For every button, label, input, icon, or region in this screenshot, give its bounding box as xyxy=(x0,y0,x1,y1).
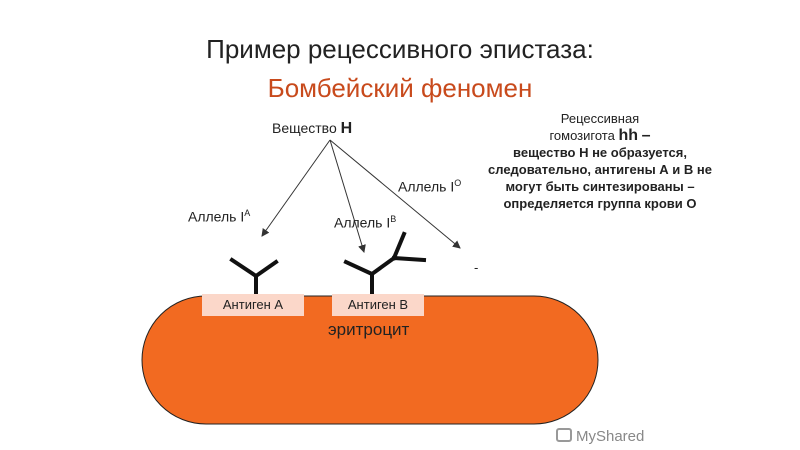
dash-mark: - xyxy=(474,260,479,275)
substance-letter: H xyxy=(340,120,353,137)
arrow-to-allele-b xyxy=(329,139,366,253)
allele-b-sup: B xyxy=(390,214,397,224)
watermark: MyShared xyxy=(576,428,645,445)
explanation-dash: – xyxy=(641,127,651,144)
myshared-logo-icon xyxy=(556,428,572,442)
explanation-line2: гомозигота hh – xyxy=(484,127,716,144)
antigen-b-receptor-icon xyxy=(343,231,427,296)
explanation-line1: Рецессивная xyxy=(560,111,640,126)
allele-o-label: Аллель IO xyxy=(398,178,461,195)
allele-b-prefix: Аллель I xyxy=(334,214,391,231)
arrow-to-allele-o xyxy=(329,139,461,249)
explanation-text: Рецессивная гомозигота hh – вещество Н н… xyxy=(484,110,716,212)
substance-text: Вещество xyxy=(272,120,337,136)
allele-o-prefix: Аллель I xyxy=(398,178,455,195)
arrow-to-allele-a xyxy=(261,139,331,237)
allele-o-sup: O xyxy=(454,178,462,188)
explanation-line2-pre: гомозигота xyxy=(549,128,615,143)
slide-title: Пример рецессивного эпистаза: xyxy=(206,34,594,64)
allele-b-label: Аллель IB xyxy=(334,214,396,231)
substance-h-label: Вещество H xyxy=(272,120,352,138)
allele-a-sup: A xyxy=(244,208,251,218)
antigen-a-box: Антиген А xyxy=(202,294,304,316)
explanation-hh: hh xyxy=(618,127,638,144)
erythrocyte-label: эритроцит xyxy=(328,320,410,339)
explanation-rest: вещество Н не образуется, следовательно,… xyxy=(488,145,712,211)
allele-a-prefix: Аллель I xyxy=(188,208,245,225)
antigen-b-box: Антиген В xyxy=(332,294,424,316)
allele-a-label: Аллель IA xyxy=(188,208,250,225)
antigen-a-receptor-icon xyxy=(229,257,279,296)
slide-subtitle: Бомбейский феномен xyxy=(267,73,533,103)
